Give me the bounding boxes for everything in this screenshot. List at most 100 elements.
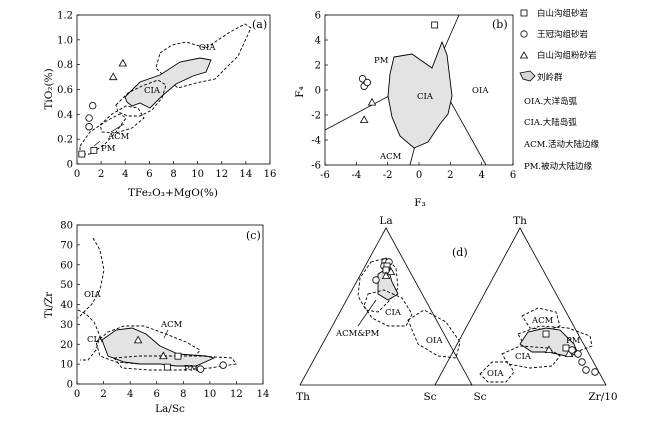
panel-c-field-pm — [113, 355, 237, 371]
y-tick-label: 50 — [60, 280, 73, 291]
y-tick-label: 1.0 — [57, 35, 73, 46]
ternary-right-right-label: Zr/10 — [588, 391, 617, 403]
y-tick-label: 2 — [315, 61, 321, 72]
x-tick-label: 10 — [203, 389, 216, 400]
ternary-la-th-sc — [299, 227, 473, 386]
panel-b-region-oia: OIA — [472, 86, 489, 96]
triangle-marker-icon — [519, 51, 529, 59]
legend-label-oia: OIA.大洋岛弧 — [524, 96, 578, 107]
y-tick-label: -6 — [311, 161, 321, 172]
x-tick-label: 2 — [100, 389, 106, 400]
ternary-right-apex-label: Th — [513, 215, 527, 227]
panel-a-acm-leader — [110, 123, 125, 133]
ternary-right-region-cia: CIA — [515, 352, 532, 362]
panel-c-label: (c) — [246, 229, 261, 242]
circle-data-point — [88, 101, 97, 110]
ternary-right-field-acm — [521, 307, 561, 331]
x-tick-label: 8 — [170, 169, 176, 180]
panel-b-region-cia: CIA — [417, 92, 434, 102]
y-tick-label: 40 — [60, 300, 73, 311]
panel-b-field-liuling-group — [387, 40, 453, 149]
panel-c-field-oia — [77, 237, 105, 319]
field-swatch-icon — [519, 70, 536, 82]
panel-c-region-cia: CIA — [87, 335, 104, 345]
ternary-th-sc-zr — [434, 227, 607, 386]
y-tick-label: 1.2 — [57, 11, 73, 22]
legend-label-cia: CIA.大陆岛弧 — [524, 117, 577, 128]
circle-data-point — [358, 75, 367, 83]
y-tick-label: 10 — [60, 360, 73, 371]
panel-a-points — [78, 58, 128, 158]
panel-a-field-liuling-group — [124, 57, 212, 109]
circle-data-point — [578, 358, 586, 366]
circle-data-point — [591, 368, 599, 376]
x-tick-label: -4 — [351, 170, 361, 181]
x-tick-label: 2 — [98, 169, 104, 180]
x-tick-label: 8 — [180, 389, 186, 400]
panel-a-region-pm: PM — [101, 144, 116, 154]
circle-data-point — [196, 365, 205, 373]
ternary-left-region-oia: OIA — [426, 336, 443, 346]
x-tick-label: 12 — [215, 169, 228, 180]
triangle-data-point — [133, 335, 143, 344]
ternary-left-apex-label: La — [379, 215, 392, 227]
y-tick-label: 0 — [67, 380, 73, 391]
triangle-data-point — [159, 351, 168, 360]
panel-c-y-axis-label: Ti/Zr — [43, 291, 55, 318]
panel-d: La Th Sc Th Sc Zr/10 (d) ACM&PM CIA OIA … — [296, 215, 618, 403]
x-tick-label: 4 — [122, 169, 128, 180]
circle-data-point — [85, 114, 93, 122]
ternary-right-field-oia — [479, 361, 515, 383]
square-data-point — [542, 330, 550, 338]
ternary-left-acm-pm-leader — [357, 299, 377, 327]
triangle-data-point — [386, 267, 396, 275]
ternary-right-field-cia — [501, 345, 561, 369]
x-tick-label: 6 — [510, 170, 516, 181]
square-data-point — [562, 344, 570, 352]
legend: 白山沟组砂岩 王冠沟组砂岩 白山沟组粉砂岩 刘岭群 OIA.大洋岛弧 CIA.大… — [519, 8, 600, 172]
square-data-point — [431, 21, 439, 29]
y-tick-label: 60 — [60, 260, 73, 271]
ternary-right-points — [542, 330, 599, 376]
panel-b-region-pm: PM — [374, 56, 389, 66]
panel-c-acm-leader — [163, 329, 169, 339]
panel-a-field-cia — [115, 79, 167, 117]
panel-a-label: (a) — [252, 18, 267, 31]
circle-data-point — [219, 361, 227, 369]
triangle-data-point — [118, 58, 128, 67]
y-tick-label: -2 — [311, 111, 321, 122]
panel-a-field-acm — [99, 105, 145, 134]
ternary-right-region-acm: ACM — [531, 316, 554, 326]
legend-label-baishangou-sandstone: 白山沟组砂岩 — [537, 8, 589, 19]
y-tick-label: 20 — [60, 340, 73, 351]
square-data-point — [163, 363, 171, 371]
y-tick-label: 6 — [315, 11, 321, 22]
x-tick-label: 0 — [416, 170, 422, 181]
x-tick-label: 14 — [240, 169, 253, 180]
panel-c-field-cia — [77, 309, 101, 361]
panel-b-points — [358, 21, 439, 123]
panel-c-field-liuling-group — [101, 327, 216, 367]
ternary-right-field-pm — [517, 325, 593, 353]
panel-d-label: (d) — [452, 246, 468, 259]
panel-a-region-acm: ACM — [107, 132, 130, 142]
panel-b-x-axis-label: F₃ — [414, 197, 426, 209]
ternary-left-region-acm-pm: ACM&PM — [335, 329, 380, 339]
y-tick-label: 0.2 — [57, 135, 73, 146]
panel-c-field-acm — [95, 325, 201, 365]
x-tick-label: 12 — [230, 389, 243, 400]
x-tick-label: -2 — [383, 170, 393, 181]
ternary-left-left-label: Th — [296, 391, 310, 403]
ternary-left-region-cia: CIA — [385, 308, 402, 318]
square-data-point — [78, 150, 86, 158]
panel-a-pm-leader — [93, 140, 101, 147]
panel-a-region-cia: CIA — [144, 86, 161, 96]
legend-label-baishangou-siltstone: 白山沟组粉砂岩 — [537, 50, 597, 61]
y-tick-label: 0.6 — [57, 85, 73, 96]
panel-b-region-acm: ACM — [379, 152, 402, 162]
